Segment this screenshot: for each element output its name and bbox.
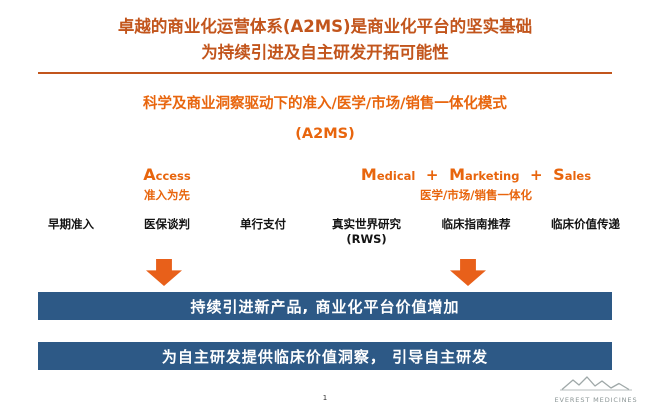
access-item: 单行支付	[240, 217, 286, 231]
title-line1-prefix: 卓越的商业化运营体系	[117, 17, 283, 36]
plus-icon: +	[425, 166, 439, 184]
title-divider	[38, 72, 612, 74]
mms-item: 临床价值传递	[551, 217, 620, 247]
everest-medicines-logo: EVEREST MEDICINES	[554, 375, 638, 404]
mms-item: 临床指南推荐	[442, 217, 511, 247]
access-tagline: 准入为先	[144, 188, 190, 202]
banner-self-rd-insight: 为自主研发提供临床价值洞察， 引导自主研发	[38, 342, 612, 370]
mms-medical-rest: edical	[376, 169, 416, 183]
mms-word-marketing: Marketing	[449, 165, 519, 184]
page-number: 1	[322, 394, 328, 402]
mms-marketing-initial: M	[449, 165, 465, 184]
access-heading: Access	[48, 165, 286, 184]
mms-heading: Medical + Marketing + Sales	[332, 165, 620, 184]
access-section: Access 准入为先 早期准入 医保谈判 单行支付	[48, 165, 286, 232]
access-item: 医保谈判	[144, 217, 190, 231]
title-line-1: 卓越的商业化运营体系(A2MS)是商业化平台的坚实基础	[0, 14, 650, 40]
access-initial: A	[143, 165, 156, 184]
mms-sales-rest: ales	[564, 169, 592, 183]
slide-subtitle: 科学及商业洞察驱动下的准入/医学/市场/销售一体化模式 (A2MS)	[0, 94, 650, 144]
mms-tagline: 医学/市场/销售一体化	[420, 188, 532, 202]
banner-continuous-inlicensing: 持续引进新产品, 商业化平台价值增加	[38, 292, 612, 320]
title-line1-suffix: 是商业化平台的坚实基础	[350, 17, 533, 36]
mms-item-line1: 临床价值传递	[551, 217, 620, 231]
mms-item: 真实世界研究 (RWS)	[332, 217, 401, 247]
mms-marketing-rest: arketing	[465, 169, 520, 183]
mms-word-sales: Sales	[553, 165, 591, 184]
title-line1-a2ms: (A2MS)	[282, 17, 351, 36]
down-arrow-icon	[146, 259, 182, 286]
mms-section: Medical + Marketing + Sales 医学/市场/销售一体化 …	[332, 165, 620, 247]
subtitle-line-2: (A2MS)	[295, 126, 355, 142]
subtitle-line-1: 科学及商业洞察驱动下的准入/医学/市场/销售一体化模式	[143, 96, 507, 112]
mms-item-line1: 临床指南推荐	[441, 217, 511, 231]
mms-item-line2: (RWS)	[346, 232, 387, 246]
access-items: 早期准入 医保谈判 单行支付	[48, 217, 286, 232]
plus-icon: +	[530, 166, 543, 184]
slide-title: 卓越的商业化运营体系(A2MS)是商业化平台的坚实基础 为持续引进及自主研发开拓…	[0, 14, 650, 66]
everest-logo-icon	[560, 376, 632, 395]
access-rest: ccess	[155, 169, 191, 183]
mms-item-line1: 真实世界研究	[332, 217, 401, 231]
mms-sales-initial: S	[553, 165, 565, 184]
access-item: 早期准入	[48, 217, 94, 231]
mms-items: 真实世界研究 (RWS) 临床指南推荐 临床价值传递	[332, 217, 620, 247]
mms-medical-initial: M	[360, 165, 377, 184]
mms-word-medical: Medical	[361, 165, 415, 184]
down-arrow-icon	[450, 259, 486, 286]
everest-logo-text: EVEREST MEDICINES	[554, 396, 638, 404]
title-line-2: 为持续引进及自主研发开拓可能性	[201, 43, 449, 62]
